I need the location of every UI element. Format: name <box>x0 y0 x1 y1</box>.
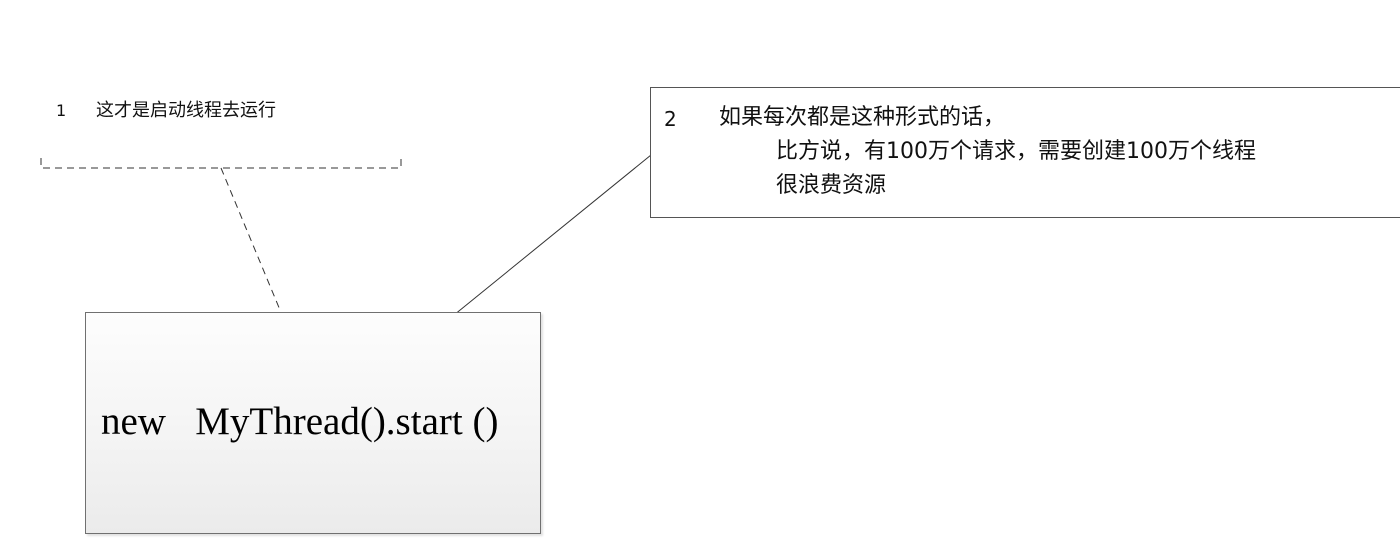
note2-line-2: 比方说，有100万个请求，需要创建100万个线程 <box>776 139 1256 164</box>
note1-connector <box>220 167 281 311</box>
code-box <box>85 312 541 534</box>
note2-line-3: 很浪费资源 <box>776 173 887 198</box>
code-text: new MyThread().start () <box>101 400 499 443</box>
note1-bracket <box>40 158 402 169</box>
note2-box <box>650 87 1400 218</box>
note2-number: 2 <box>664 107 677 131</box>
note2-connector <box>437 154 652 329</box>
note2-line-1: 如果每次都是这种形式的话， <box>719 105 1006 130</box>
note1-text: 这才是启动线程去运行 <box>96 100 276 121</box>
note1-number: 1 <box>56 101 67 120</box>
